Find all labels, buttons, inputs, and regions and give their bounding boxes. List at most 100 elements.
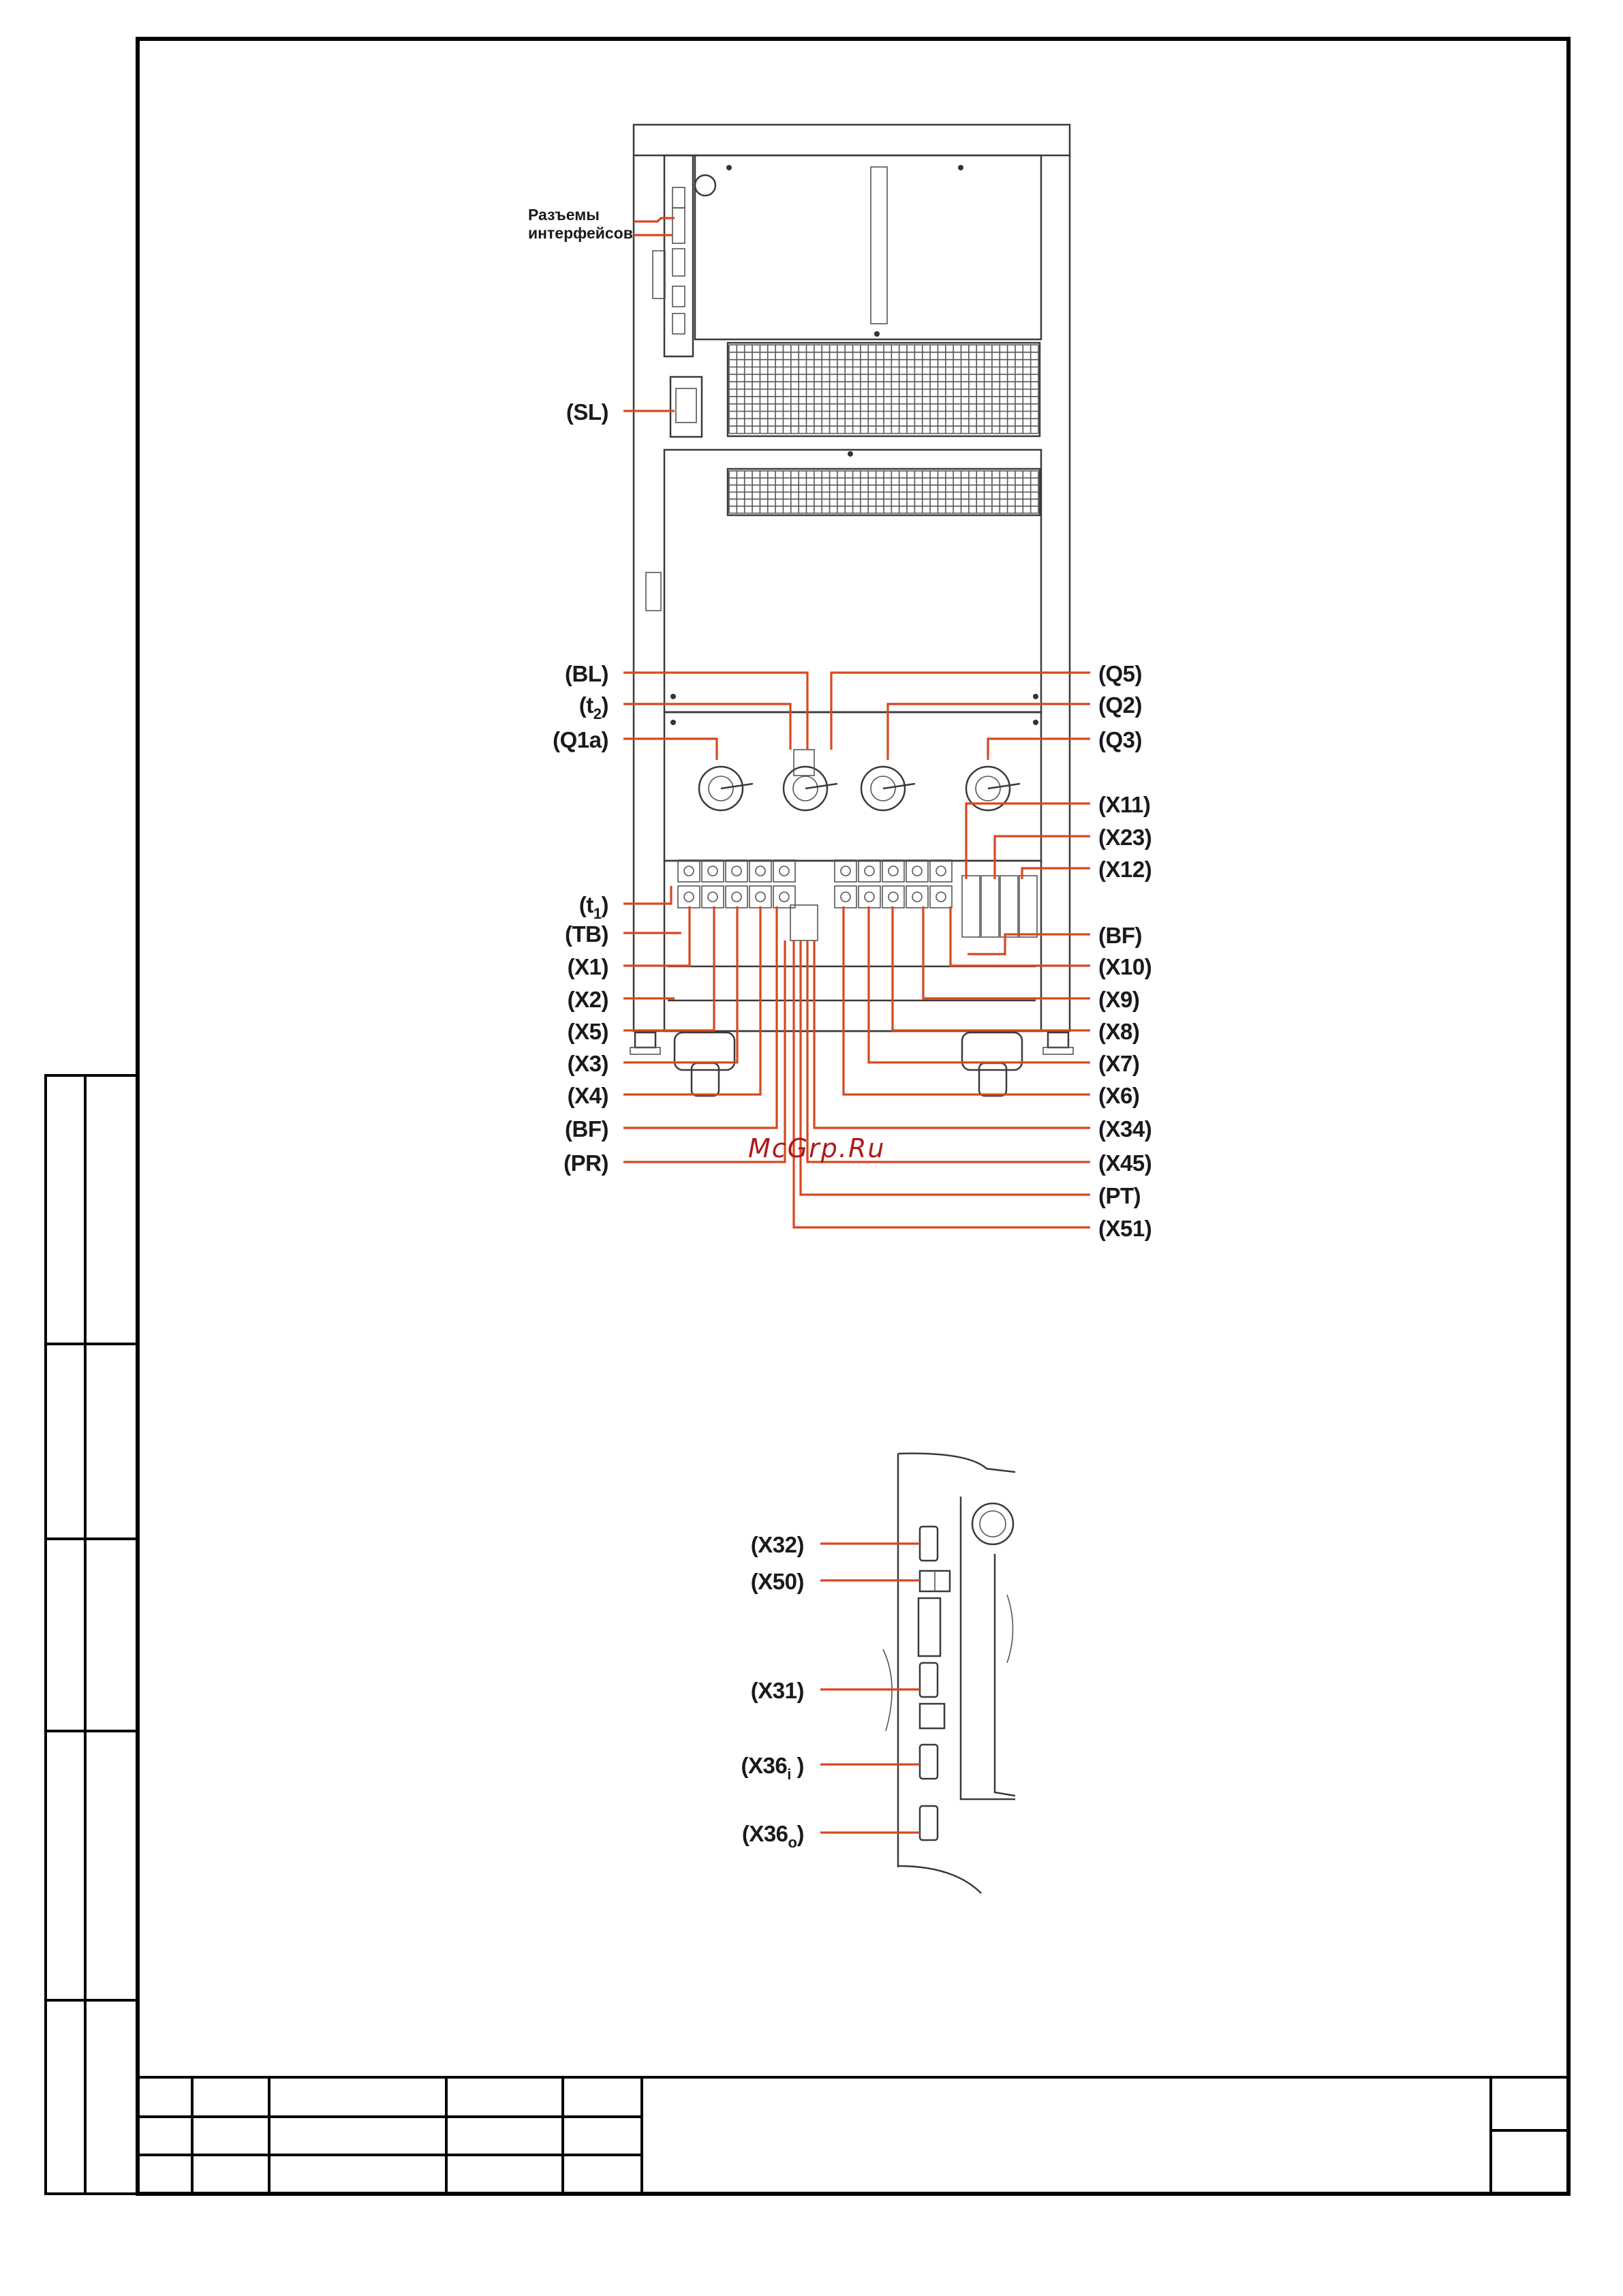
switch-q5-icon — [784, 750, 837, 810]
label: (X45) — [1098, 1150, 1151, 1176]
label: (SL) — [566, 399, 608, 425]
label-text: (X23) — [1098, 825, 1151, 850]
terminal-screw — [732, 892, 741, 902]
terminal — [835, 860, 856, 882]
label-text: (X32) — [751, 1532, 804, 1557]
label-text: (PR) — [563, 1150, 608, 1176]
label: (X8) — [1098, 1019, 1139, 1044]
terminal-screw — [936, 892, 946, 902]
label-text: (X8) — [1098, 1019, 1139, 1044]
label: (X2) — [568, 987, 608, 1012]
label-tail: ) — [602, 892, 609, 917]
label-subscript: 2 — [593, 705, 602, 722]
label-text: (PT) — [1098, 1183, 1141, 1208]
label-text: (Q5) — [1098, 661, 1142, 686]
interface-connectors-note: Разъемы интерфейсов — [528, 206, 633, 242]
terminal — [702, 860, 724, 882]
label-text: (X10) — [1098, 954, 1151, 979]
label: (X10) — [1098, 954, 1151, 979]
label: (X4) — [568, 1083, 608, 1108]
label-text: (X5) — [568, 1019, 608, 1044]
label-text: (X3) — [568, 1051, 608, 1076]
label: (t2) — [579, 692, 608, 722]
label: (X36o) — [742, 1821, 804, 1851]
label: (X32) — [751, 1532, 804, 1557]
label: (PR) — [563, 1150, 608, 1176]
terminal — [678, 886, 700, 908]
terminal — [749, 886, 771, 908]
terminal — [859, 886, 880, 908]
note-line-2: интерфейсов — [528, 224, 633, 242]
label-text: (X36 — [742, 1821, 788, 1846]
watermark: McGrp.Ru — [748, 1133, 885, 1163]
terminal — [726, 886, 747, 908]
vent-lower-grid — [729, 471, 1038, 513]
leader — [1022, 868, 1090, 879]
label-text: (X1) — [568, 954, 608, 979]
label-text: (X36 — [741, 1753, 787, 1778]
caster-right-icon — [962, 1032, 1022, 1096]
terminal-screw — [936, 866, 946, 876]
label-text: (Q2) — [1098, 692, 1142, 718]
leader — [995, 836, 1090, 879]
switch-q1a-icon — [699, 767, 753, 810]
leader — [794, 940, 1090, 1227]
switch-q2-icon — [861, 767, 915, 810]
terminal — [882, 860, 904, 882]
terminal-blocks — [678, 860, 1037, 937]
terminal-screw — [865, 866, 874, 876]
label-text: (X34) — [1098, 1116, 1151, 1142]
terminal-screw — [865, 892, 874, 902]
label-text: (TB) — [565, 921, 608, 947]
label: (X34) — [1098, 1116, 1151, 1142]
right-labels: (Q5)(Q2)(Q3)(X11)(X23)(X12)(BF)(X10)(X9)… — [1098, 661, 1151, 1241]
label: (BF) — [1098, 923, 1142, 948]
label-text: (X4) — [568, 1083, 608, 1108]
label-text: (BF) — [1098, 923, 1142, 948]
label: (BL) — [565, 661, 608, 686]
terminal-screw — [732, 866, 741, 876]
label-text: (t — [579, 692, 593, 718]
terminal — [962, 876, 980, 937]
vent-upper-grid — [729, 345, 1038, 433]
terminal-screw — [708, 892, 717, 902]
label-text: (t — [579, 892, 593, 917]
label: (t1) — [579, 892, 608, 922]
terminal-screw — [888, 892, 898, 902]
terminal — [726, 860, 747, 882]
label-text: (X11) — [1098, 792, 1150, 817]
terminal — [930, 860, 952, 882]
label: (X6) — [1098, 1083, 1139, 1108]
label: (BF) — [565, 1116, 608, 1142]
note-leader — [634, 218, 675, 221]
terminal — [859, 860, 880, 882]
terminal — [981, 876, 999, 937]
label: (TB) — [565, 921, 608, 947]
caster-left-icon — [675, 1032, 735, 1096]
left-labels: (SL)(BL)(t2)(Q1a)(t1)(TB)(X1)(X2)(X5)(X3… — [553, 399, 608, 1176]
label-text: (X7) — [1098, 1051, 1139, 1076]
label: (X11) — [1098, 792, 1150, 817]
detail-labels: (X32) (X50) (X31) (X36i ) (X36o) — [741, 1532, 804, 1851]
label-text: (SL) — [566, 399, 608, 425]
leader-lines — [623, 411, 1090, 1833]
leader — [923, 906, 1090, 998]
label-tail: ) — [791, 1753, 804, 1778]
terminal-screw — [684, 866, 694, 876]
label: (X36i ) — [741, 1753, 804, 1783]
terminal-screw — [912, 892, 922, 902]
terminal-screw — [841, 892, 850, 902]
label: (X12) — [1098, 857, 1151, 882]
label: (Q2) — [1098, 692, 1142, 718]
label-text: (BL) — [565, 661, 608, 686]
label: (X31) — [751, 1678, 804, 1703]
terminal — [835, 886, 856, 908]
terminal-screw — [888, 866, 898, 876]
terminal-screw — [912, 866, 922, 876]
label: (X9) — [1098, 987, 1139, 1012]
label: (X50) — [751, 1569, 804, 1594]
leader — [988, 739, 1090, 760]
label-text: (X31) — [751, 1678, 804, 1703]
terminal — [1019, 876, 1037, 937]
